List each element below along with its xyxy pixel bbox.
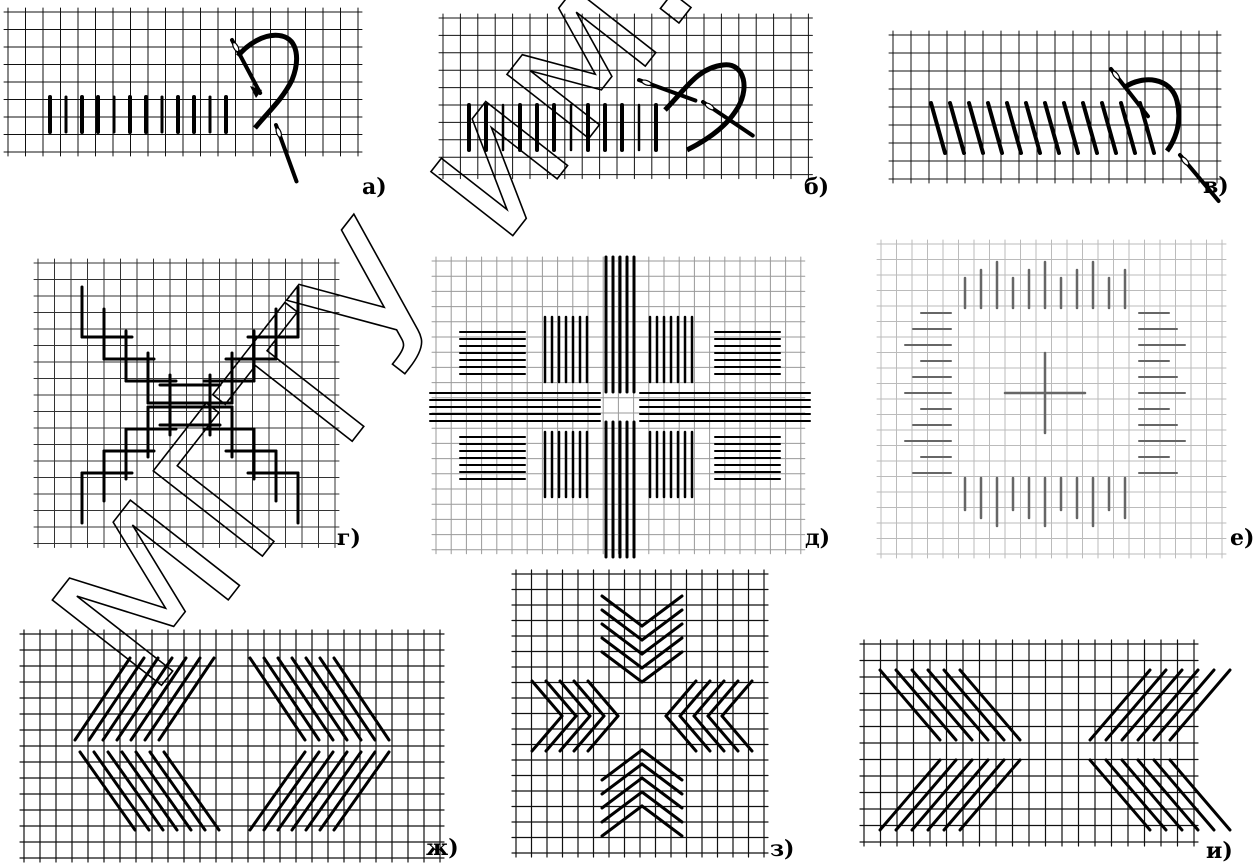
stitch [1122,670,1182,740]
panel-b: б) [435,10,835,205]
stitch [136,752,191,830]
stitch [602,778,642,808]
panel-zh: ж) [20,630,470,864]
stitch [1106,760,1166,830]
stitch [602,764,642,794]
stitch [264,658,319,740]
panel-label-d: д) [805,527,830,549]
stitch [1090,760,1150,830]
panel-label-a: а) [362,176,387,198]
thread-icon [665,65,744,150]
stitch [960,670,1020,740]
stitch [292,752,347,830]
stitch [1138,760,1198,830]
stitch [1026,103,1040,153]
stitch [722,716,752,751]
stitch [117,658,172,740]
stitch-diagram-snowflake [512,570,772,862]
stitch [602,806,642,836]
stitch [546,716,576,751]
stitch [278,658,333,740]
stitch [602,638,642,668]
stitch [880,670,940,740]
panel-label-e: е) [1230,527,1254,549]
stitch [694,716,724,751]
panel-label-zh: ж) [426,837,459,859]
stitch [642,624,682,654]
stitch [944,760,1004,830]
stitch-diagram-cross-satin [430,255,805,555]
stitch [1170,670,1230,740]
panel-label-z: з) [770,838,794,860]
stitch [164,752,219,830]
stitch [988,103,1002,153]
stitch [1138,670,1198,740]
needle-icon [1111,69,1148,116]
stitch-diagram-corner-satin [30,255,340,555]
stitch [75,658,130,740]
stitch [150,752,205,830]
panel-label-v: в) [1203,175,1229,197]
stitch [602,624,642,654]
stitch [1083,103,1097,153]
stitch [250,658,305,740]
stitch [264,752,319,830]
stitch-diagram-slanted [885,25,1205,195]
panel-e: е) [875,238,1255,560]
stitch [1121,103,1135,153]
stitch-diagram-straight-with-needle [435,10,805,195]
stitch [960,760,1020,830]
stitch [1170,760,1230,830]
panel-z: з) [512,570,802,864]
panel-d: д) [430,255,840,560]
stitch [334,752,389,830]
stitch [292,658,347,740]
stitch [1106,670,1166,740]
panel-label-b: б) [804,176,829,198]
stitch-diagram-square-frame [875,238,1230,558]
stitch [94,752,149,830]
stitch [145,658,200,740]
stitch [642,806,682,836]
panel-a: а) [0,0,400,205]
panel-g: г) [30,255,375,560]
stitch [642,596,682,626]
needle-icon [703,102,753,136]
stitch [306,658,361,740]
stitch [131,658,186,740]
stitch [560,716,590,751]
stitch [103,658,158,740]
stitch [588,716,618,751]
stitch-diagram-straight-vertical [0,0,360,200]
stitch [334,658,389,740]
stitch [931,103,945,153]
stitch [1154,670,1214,740]
stitch [1154,760,1214,830]
stitch [642,764,682,794]
stitch-diagram-bow-tie [860,640,1215,862]
stitch [1045,103,1059,153]
stitch [306,752,361,830]
panel-v: в) [885,25,1255,205]
panel-label-g: г) [337,527,361,549]
stitch [250,752,305,830]
stitch [1122,760,1182,830]
needle-icon [275,125,297,181]
stitch-diagram-diagonal-blocks [20,630,435,862]
stitch [1064,103,1078,153]
stitch [680,716,710,751]
panel-label-i: и) [1206,840,1233,862]
stitch [122,752,177,830]
stitch [642,778,682,808]
panel-i: и) [860,640,1255,864]
stitch [602,596,642,626]
stitch [159,658,214,740]
stitch [969,103,983,153]
stitch [278,752,333,830]
stitch [880,760,940,830]
stitch [944,670,1004,740]
stitch [642,638,682,668]
stitch [1090,670,1150,740]
stitch [950,103,964,153]
